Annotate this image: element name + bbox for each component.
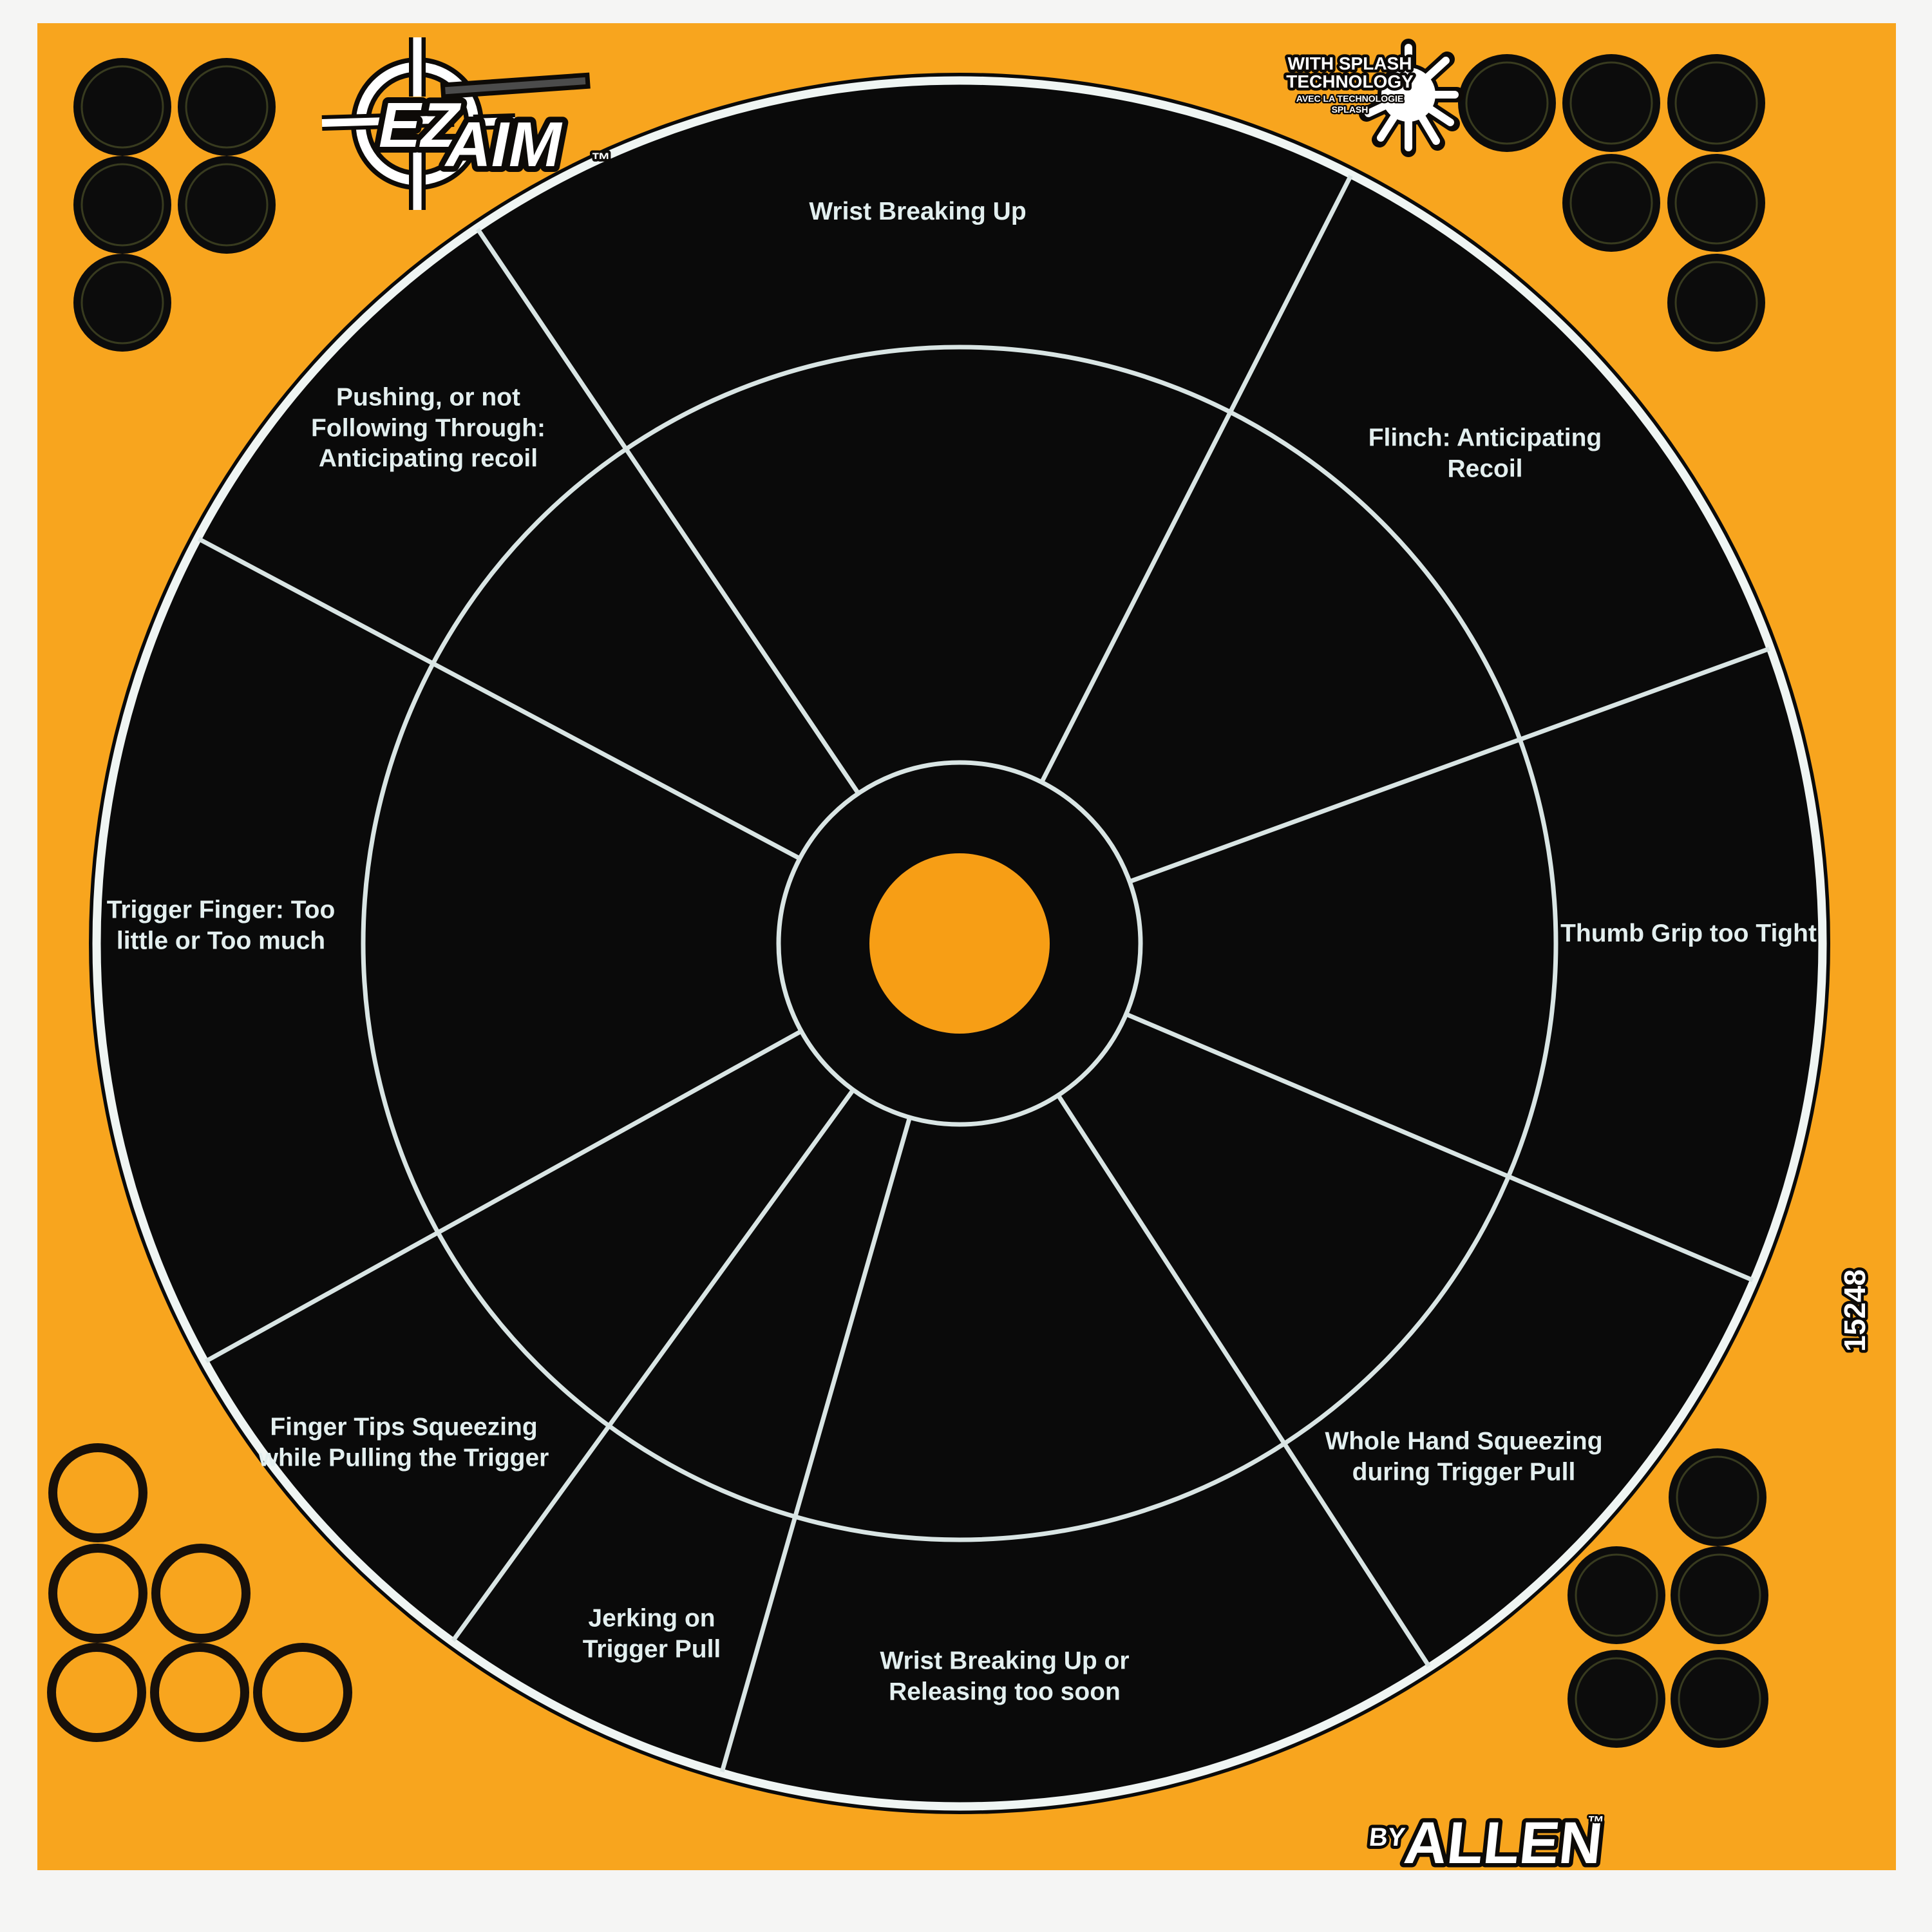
paste-dot-bottom-right [1671,1546,1768,1644]
corner-paste-patches [47,54,1768,1748]
paste-ring-bottom-left [253,1643,352,1742]
die-cut-ring [1674,61,1758,145]
sector-divider-line [197,536,800,860]
paste-dot-top-right [1667,254,1765,352]
sector-divider-line [1057,1095,1431,1668]
die-cut-ring [1678,1657,1761,1741]
target-outer-edge-ring [92,76,1827,1811]
crosshair-icon [321,37,516,210]
target-middle-ring [361,345,1558,1542]
paste-dot-top-left [178,58,276,156]
die-cut-ring [1674,161,1758,245]
die-cut-ring [80,261,164,345]
splash-line3: AVEC LA TECHNOLOGIE [1296,93,1403,104]
bullseye-center-dot [869,853,1050,1034]
allen-tm-mark: ™ [1586,1812,1605,1832]
sector-divider-line [1130,647,1770,884]
die-cut-ring [1678,1553,1761,1637]
sector-divider-line [475,227,860,794]
logo-swoosh [440,72,591,99]
die-cut-ring [1465,61,1549,145]
paste-dot-top-left [73,58,171,156]
die-cut-ring [1674,261,1758,345]
die-cut-ring [80,65,164,149]
die-cut-ring [185,65,269,149]
paste-dot-top-right [1562,154,1660,252]
paste-dot-top-right [1562,54,1660,152]
paste-dot-top-right [1458,54,1556,152]
paste-dot-bottom-right [1669,1448,1766,1546]
ez-aim-logo: EZ AIM ™ [321,37,613,210]
paste-ring-bottom-left [48,1544,147,1643]
bullseye-target [89,73,1830,1814]
die-cut-ring [1575,1657,1658,1741]
paste-dot-top-left [73,254,171,352]
paste-dot-bottom-right [1671,1650,1768,1748]
paste-ring-bottom-left [151,1544,251,1643]
paste-dot-bottom-right [1567,1650,1665,1748]
sector-divider-line [1126,1012,1754,1283]
by-label: BY [1368,1823,1406,1852]
logo-tm-mark: ™ [591,149,611,171]
target-inner-ring [776,760,1143,1127]
allen-label: ALLEN [1401,1809,1606,1876]
sector-divider-line [1040,175,1353,782]
die-cut-ring [1676,1455,1759,1539]
sector-divider-line [205,1030,802,1363]
sector-divider-line [451,1089,855,1642]
splash-line1: WITH SPLASH [1288,53,1412,73]
splash-splat-icon [1359,39,1464,157]
by-allen-logo: BY ALLEN ™ [1365,1805,1610,1880]
die-cut-ring [1569,161,1653,245]
splash-technology-badge: WITH SPLASH TECHNOLOGY AVEC LA TECHNOLOG… [1283,39,1464,157]
paste-dot-top-left [73,156,171,254]
paste-dot-bottom-right [1567,1546,1665,1644]
paste-ring-bottom-left [150,1643,249,1742]
paste-ring-bottom-left [48,1443,147,1542]
die-cut-ring [1575,1553,1658,1637]
splash-line4: SPLASH [1332,104,1368,115]
die-cut-ring [185,163,269,247]
sku-number: 15248 [1838,1269,1871,1352]
die-cut-ring [80,163,164,247]
splash-line2: TECHNOLOGY [1286,71,1414,91]
logo-ez-text: EZ [379,90,461,160]
paste-dot-top-right [1667,154,1765,252]
logo-aim-text: AIM [444,109,563,180]
paste-dot-top-right [1667,54,1765,152]
sector-divider-line [719,1118,912,1773]
die-cut-ring [1569,61,1653,145]
paste-dot-top-left [178,156,276,254]
paste-ring-bottom-left [47,1643,146,1742]
